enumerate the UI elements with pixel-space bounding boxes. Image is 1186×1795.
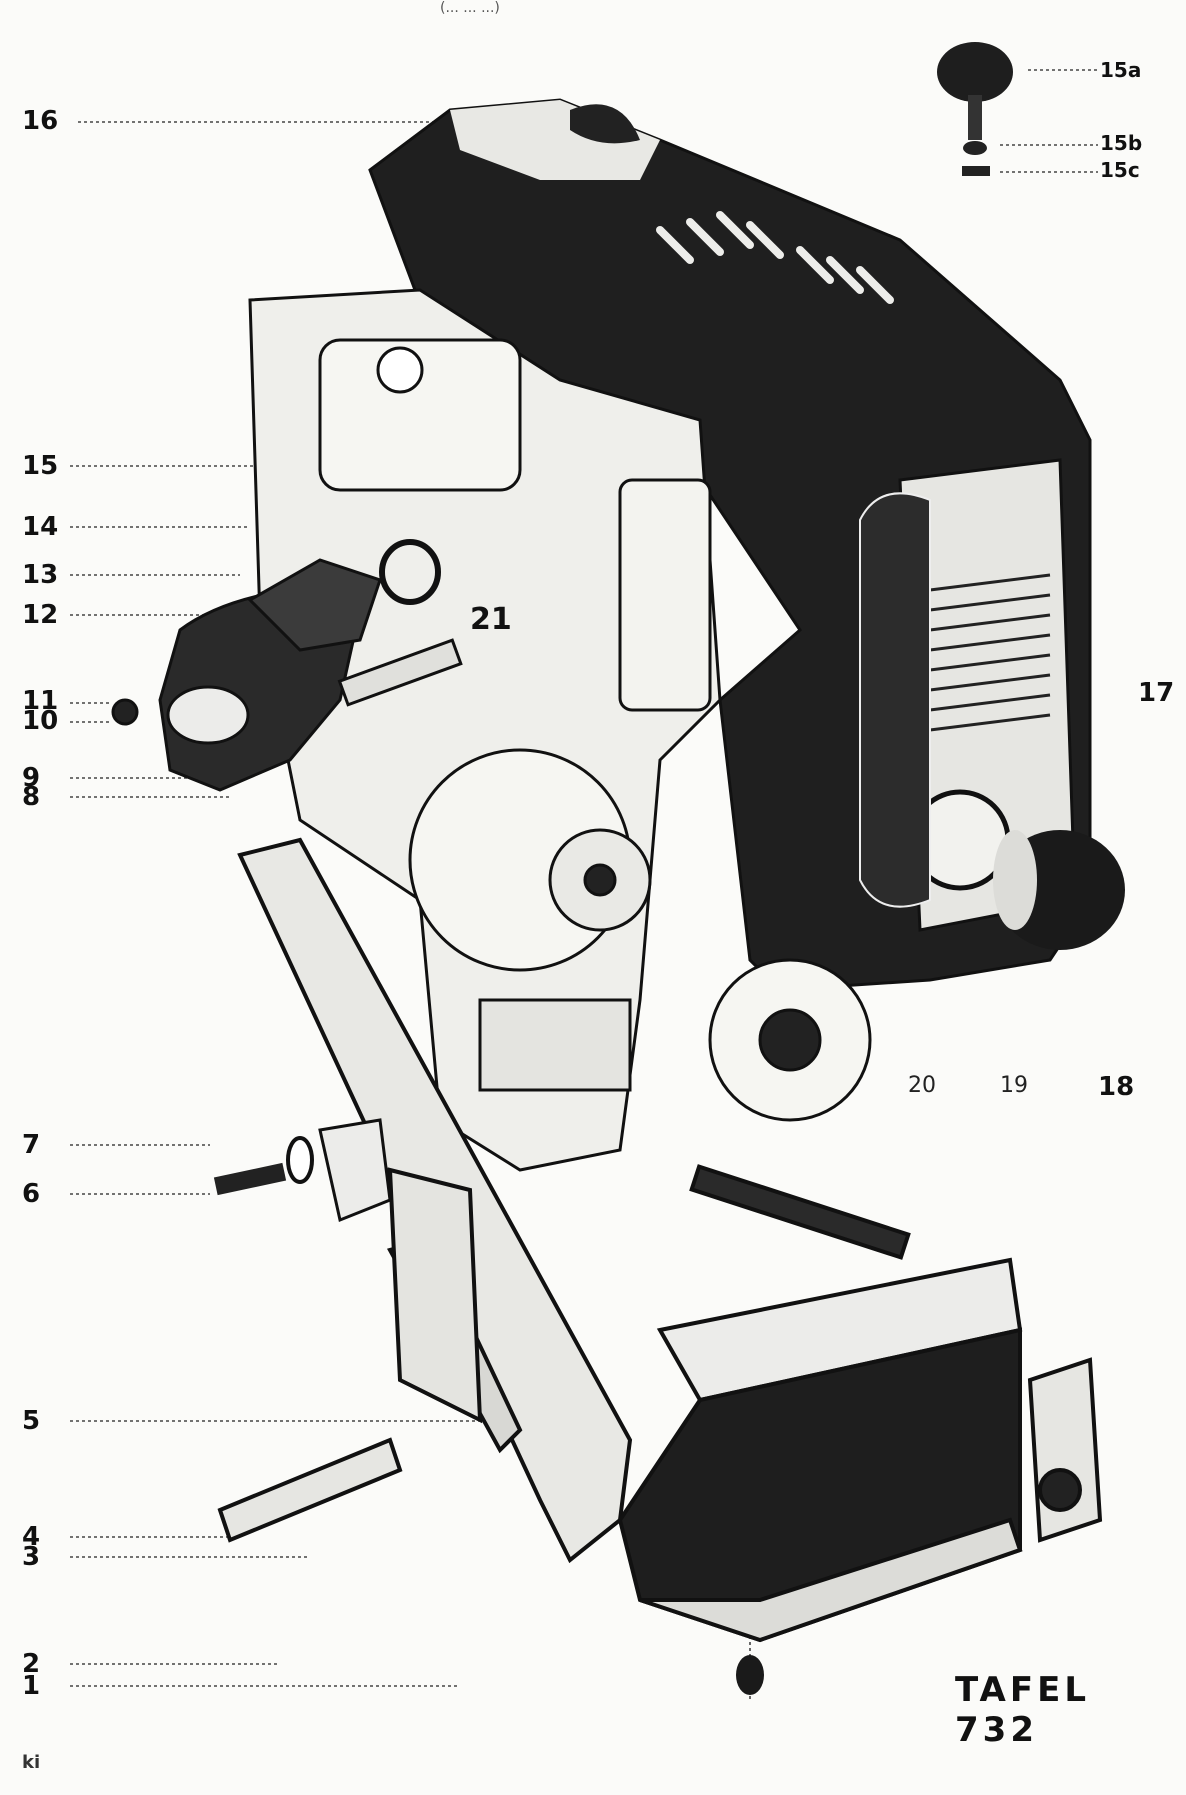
callout-3: 3	[22, 1542, 41, 1572]
callout-10: 10	[22, 706, 59, 736]
callout-21: 21	[470, 602, 512, 637]
cooling-shroud-16	[368, 98, 1092, 992]
callout-15a: 15a	[1100, 58, 1142, 82]
intake-elbow	[111, 558, 463, 792]
callout-5: 5	[22, 1406, 41, 1436]
callout-15: 15	[22, 451, 59, 481]
callout-15b: 15b	[1100, 131, 1143, 155]
grille-slats	[929, 573, 1051, 732]
callout-17: 17	[1138, 678, 1175, 708]
shroud-vents	[656, 211, 894, 304]
callout-4: 4	[22, 1522, 41, 1552]
callout-13: 13	[22, 560, 59, 590]
mounting-bolt-6	[213, 1118, 392, 1223]
callout-18: 18	[1098, 1072, 1135, 1102]
callout-19: 19	[1000, 1073, 1028, 1098]
cap-knob-15a	[937, 42, 1013, 176]
callout-20: 20	[908, 1073, 936, 1098]
header-text: (... ... ...)	[440, 0, 500, 16]
callout-8: 8	[22, 782, 41, 812]
callout-2: 2	[22, 1649, 41, 1679]
engine-block	[248, 288, 872, 1172]
corner-mark: ki	[22, 1752, 41, 1773]
plate-title: TAFEL 732	[955, 1670, 1090, 1750]
callout-12: 12	[22, 600, 59, 630]
callout-15c: 15c	[1100, 158, 1140, 182]
callout-14: 14	[22, 512, 59, 542]
callout-6: 6	[22, 1179, 41, 1209]
gasket-21	[379, 539, 441, 605]
callout-9: 9	[22, 763, 41, 793]
callout-11: 11	[22, 686, 59, 716]
callout-1: 1	[22, 1671, 41, 1701]
bottom-nut	[736, 1655, 764, 1695]
engine-frame	[217, 837, 1103, 1643]
callout-7: 7	[22, 1130, 41, 1160]
fan-cap-18	[993, 830, 1125, 950]
callout-16: 16	[22, 106, 59, 136]
